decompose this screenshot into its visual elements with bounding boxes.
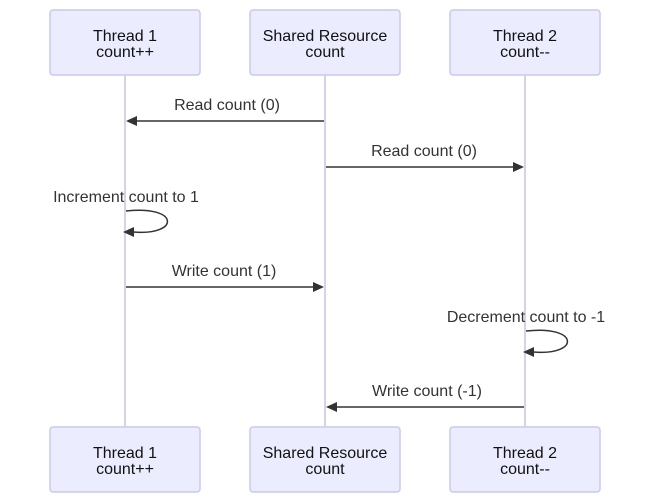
- message-label: Read count (0): [371, 143, 477, 160]
- actor-label: Thread 1: [93, 28, 157, 45]
- actor-sublabel: count++: [96, 461, 154, 478]
- message-label: Decrement count to -1: [447, 309, 605, 326]
- arrowhead-left-icon: [326, 402, 337, 412]
- message-write-from-thread-1: Write count (1): [126, 263, 324, 292]
- actor-thread-2-top: Thread 2 count--: [449, 9, 601, 76]
- arrowhead-right-icon: [513, 162, 524, 172]
- actor-sublabel: count--: [500, 44, 550, 61]
- actor-shared-resource-bottom: Shared Resource count: [249, 426, 401, 493]
- actor-label: Thread 2: [493, 445, 557, 462]
- message-label: Increment count to 1: [53, 189, 199, 206]
- actor-shared-resource-top: Shared Resource count: [249, 9, 401, 76]
- message-label: Write count (1): [172, 263, 277, 280]
- actor-label: Thread 2: [493, 28, 557, 45]
- actor-sublabel: count: [305, 44, 345, 61]
- message-read-to-thread-1: Read count (0): [126, 97, 324, 126]
- actor-label: Shared Resource: [263, 28, 388, 45]
- actor-thread-1-bottom: Thread 1 count++: [49, 426, 201, 493]
- actor-thread-2-bottom: Thread 2 count--: [449, 426, 601, 493]
- message-self-thread-1: Increment count to 1: [53, 189, 199, 237]
- actor-label: Thread 1: [93, 445, 157, 462]
- message-read-to-thread-2: Read count (0): [326, 143, 524, 172]
- actor-sublabel: count--: [500, 461, 550, 478]
- message-write-from-thread-2: Write count (-1): [326, 383, 524, 412]
- message-label: Read count (0): [174, 97, 280, 114]
- arrowhead-right-icon: [313, 282, 324, 292]
- arrowhead-left-icon: [523, 347, 534, 357]
- message-label: Write count (-1): [372, 383, 482, 400]
- actor-label: Shared Resource: [263, 445, 388, 462]
- actor-thread-1-top: Thread 1 count++: [49, 9, 201, 76]
- message-self-thread-2: Decrement count to -1: [447, 309, 605, 357]
- actor-sublabel: count: [305, 461, 345, 478]
- actor-sublabel: count++: [96, 44, 154, 61]
- arrowhead-left-icon: [123, 227, 134, 237]
- arrowhead-left-icon: [126, 116, 137, 126]
